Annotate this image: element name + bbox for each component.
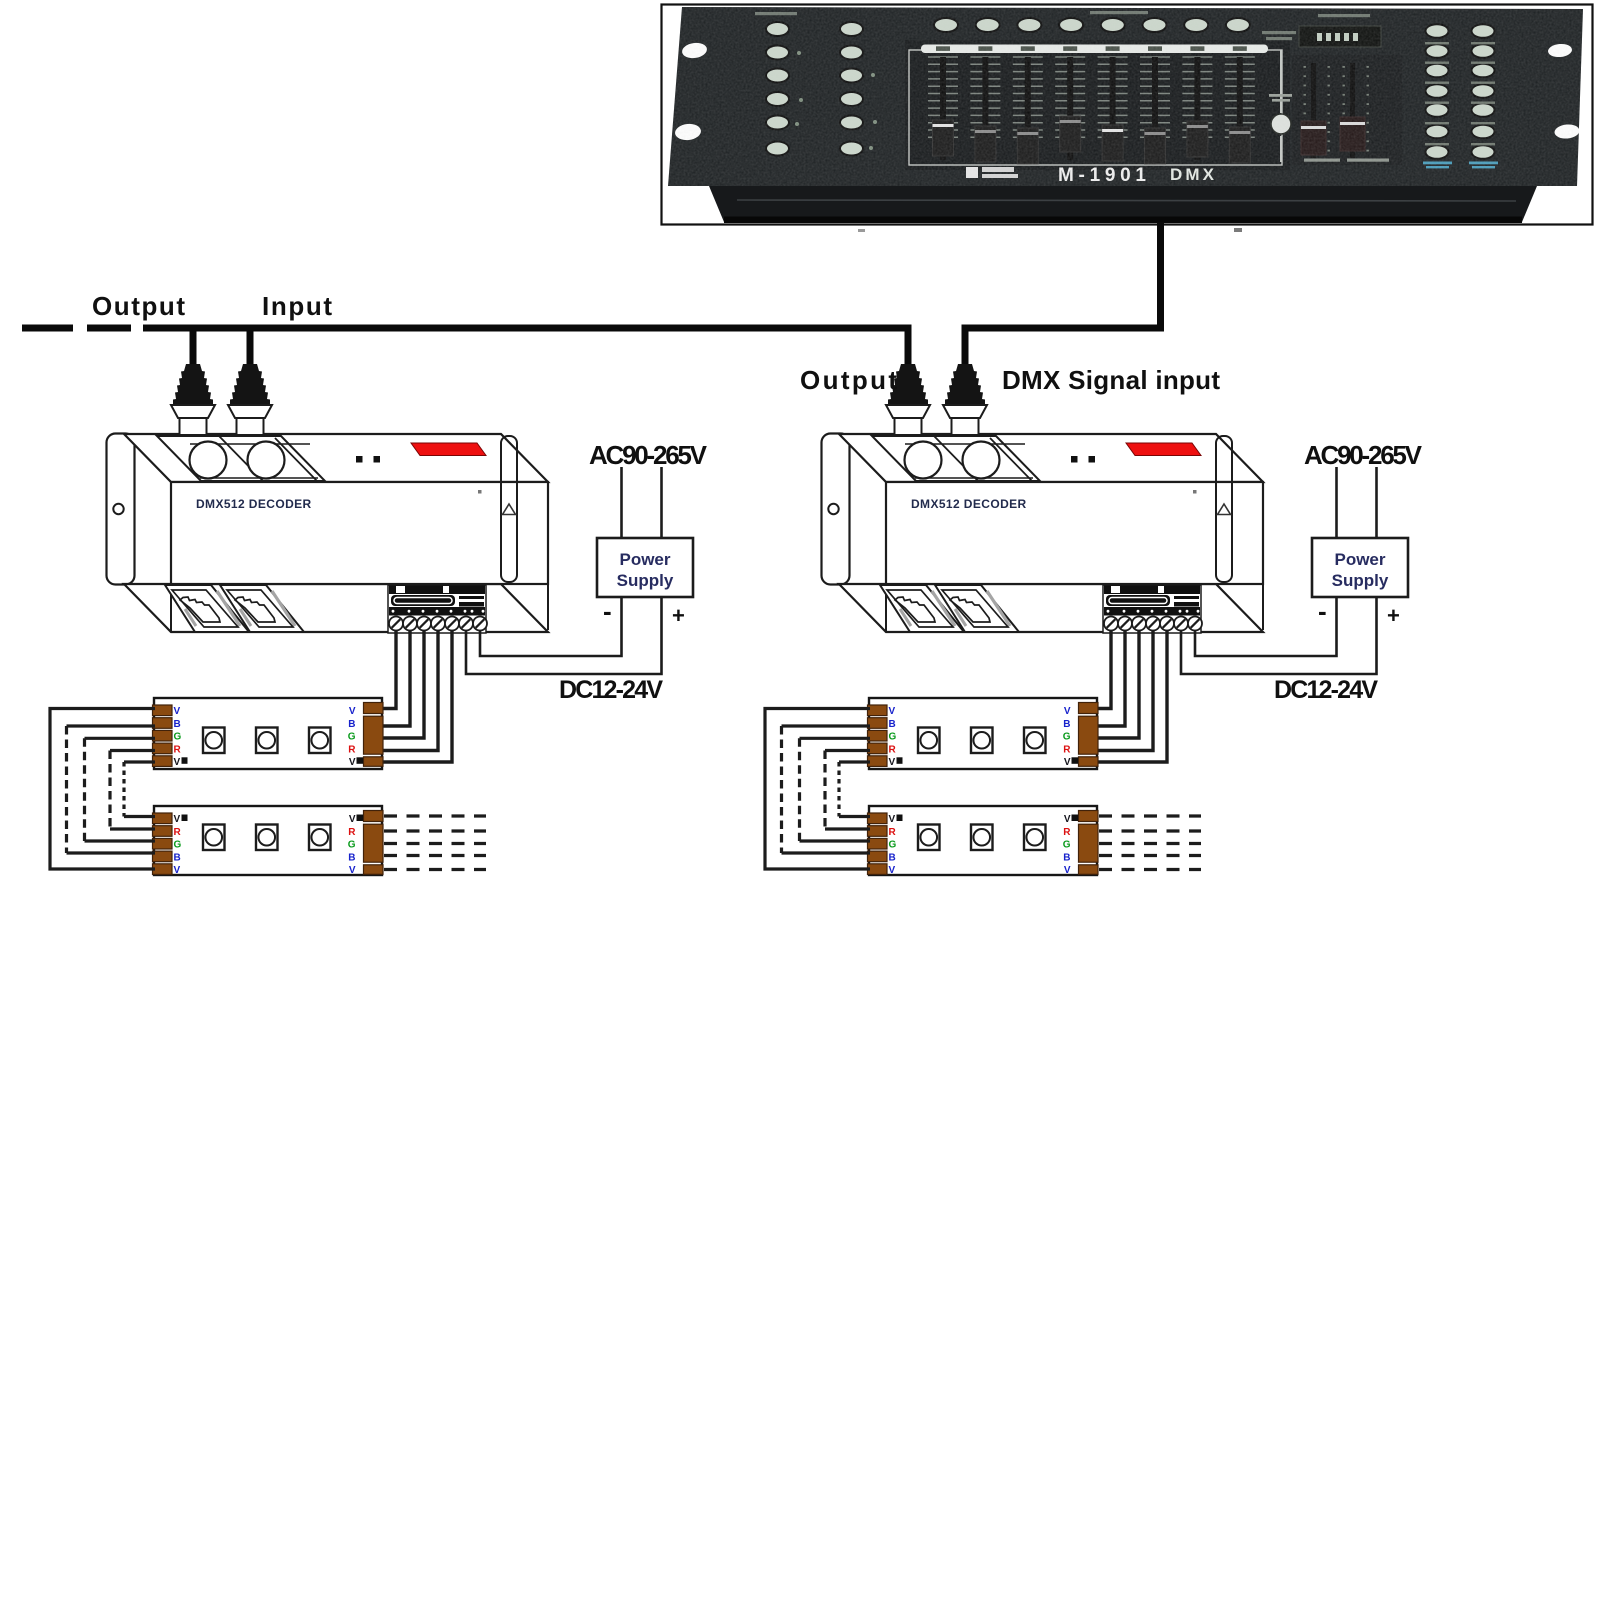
svg-text:Output: Output (800, 365, 897, 395)
svg-text:V: V (349, 814, 356, 825)
svg-text:Input: Input (262, 291, 332, 321)
svg-text:G: G (348, 732, 356, 743)
svg-text:B: B (348, 852, 355, 863)
svg-text:B: B (174, 852, 181, 863)
svg-text:V: V (174, 757, 181, 768)
svg-text:V: V (349, 865, 356, 876)
svg-text:AC90-265V: AC90-265V (589, 440, 708, 470)
svg-text:+: + (672, 603, 685, 628)
svg-text:DMX512 DECODER: DMX512 DECODER (196, 497, 312, 511)
svg-text:G: G (348, 840, 356, 851)
svg-text:DC12-24V: DC12-24V (559, 676, 663, 704)
svg-text:V: V (349, 706, 356, 717)
svg-text:G: G (174, 840, 182, 851)
svg-text:B: B (174, 719, 181, 730)
svg-text:Output: Output (92, 291, 185, 321)
svg-text:Supply: Supply (617, 571, 674, 590)
svg-text:R: R (174, 827, 182, 838)
svg-text:V: V (174, 865, 181, 876)
svg-text:V: V (349, 757, 356, 768)
svg-text:G: G (174, 732, 182, 743)
svg-text:DMX Signal input: DMX Signal input (1002, 365, 1220, 395)
svg-text:R: R (348, 827, 356, 838)
svg-text:V: V (174, 706, 181, 717)
svg-text:-: - (603, 596, 612, 626)
svg-text:B: B (348, 719, 355, 730)
svg-text:V: V (174, 814, 181, 825)
svg-text:R: R (348, 744, 356, 755)
svg-text:Power: Power (619, 550, 670, 569)
svg-text:R: R (174, 744, 182, 755)
